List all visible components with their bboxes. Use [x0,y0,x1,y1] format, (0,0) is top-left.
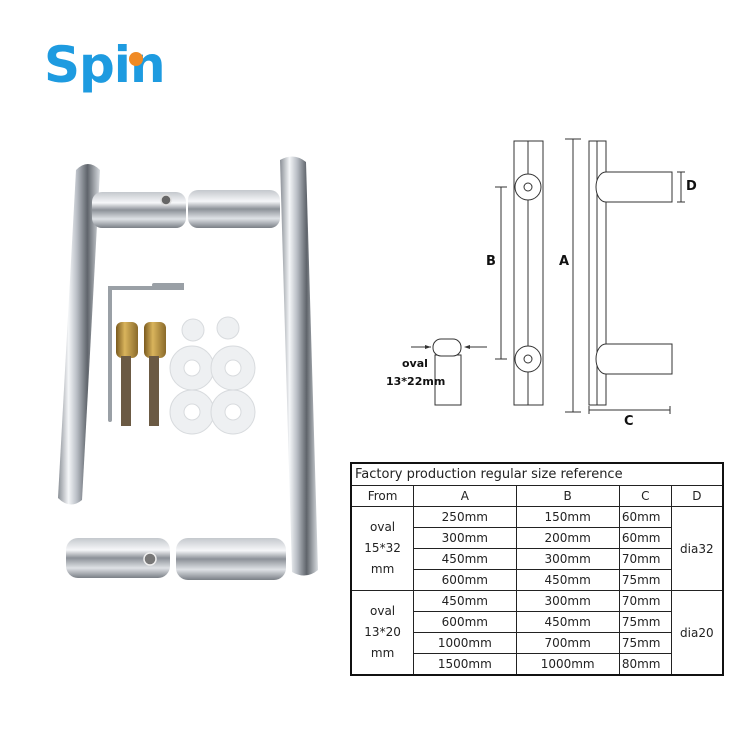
allen-key [108,283,184,422]
label-oval-size: 13*22mm [386,375,446,388]
header-from: From [350,485,415,507]
cell-a: 600mm [413,569,517,591]
cell-c: 70mm [618,590,672,612]
table-title: Factory production regular size referenc… [350,462,724,486]
cell-b: 300mm [515,590,620,612]
table-row: oval 13*20 mm 450mm 300mm 70mm dia20 [350,590,724,676]
table-row: 450mm 300mm 70mm [351,548,723,570]
handle-bar-left [58,164,100,505]
label-oval: oval [402,357,428,370]
dimension-diagram: B A D C oval 13*22mm [380,130,710,430]
header-d: D [670,485,724,507]
table-row: 1000mm 700mm 75mm [351,632,723,654]
cell-c: 75mm [618,611,672,633]
table-row: 1500mm 1000mm 80mm [351,653,723,676]
cell-a: 450mm [413,548,517,570]
cell-d: dia20 [670,590,724,676]
cell-c: 80mm [618,653,672,676]
table-row: oval 15*32 mm 250mm 150mm 60mm dia32 [350,506,724,591]
logo-text: Spin [44,36,166,94]
cell-a: 1500mm [413,653,517,676]
table-header-row: From A B C D [350,485,724,507]
from-line: oval [370,604,396,618]
cell-b: 450mm [515,611,620,633]
cell-c: 60mm [618,527,672,549]
label-a: A [559,254,570,269]
from-line: 15*32 [364,541,401,555]
from-cell: oval 15*32 mm [350,506,415,591]
label-c: C [624,414,634,429]
label-d: D [686,179,697,194]
from-cell: oval 13*20 mm [350,590,415,676]
cell-a: 1000mm [413,632,517,654]
table-row: 600mm 450mm 75mm [351,611,723,633]
from-line: oval [370,520,396,534]
brass-screws [116,322,166,426]
table-row: 600mm 450mm 75mm [351,569,723,591]
table-row: 300mm 200mm 60mm [351,527,723,549]
cell-c: 70mm [618,548,672,570]
cell-b: 450mm [515,569,620,591]
header-b: B [515,485,620,507]
cell-b: 150mm [515,506,620,528]
label-b: B [486,254,496,269]
cell-d: dia32 [670,506,724,591]
cell-c: 60mm [618,506,672,528]
plastic-washers [169,316,256,435]
handle-bar-right [280,156,318,576]
from-line: 13*20 [364,625,401,639]
from-line: mm [370,562,395,576]
cell-a: 450mm [413,590,517,612]
brand-logo: Spin [44,30,166,100]
cell-b: 200mm [515,527,620,549]
cell-c: 75mm [618,632,672,654]
header-a: A [413,485,517,507]
header-c: C [618,485,672,507]
cell-a: 600mm [413,611,517,633]
cell-b: 300mm [515,548,620,570]
cell-b: 700mm [515,632,620,654]
logo-dot-icon [129,52,143,66]
cell-a: 300mm [413,527,517,549]
product-photo [58,156,318,580]
size-reference-table: Factory production regular size referenc… [350,462,724,676]
from-line: mm [370,646,395,660]
cell-b: 1000mm [515,653,620,676]
cell-a: 250mm [413,506,517,528]
cell-c: 75mm [618,569,672,591]
